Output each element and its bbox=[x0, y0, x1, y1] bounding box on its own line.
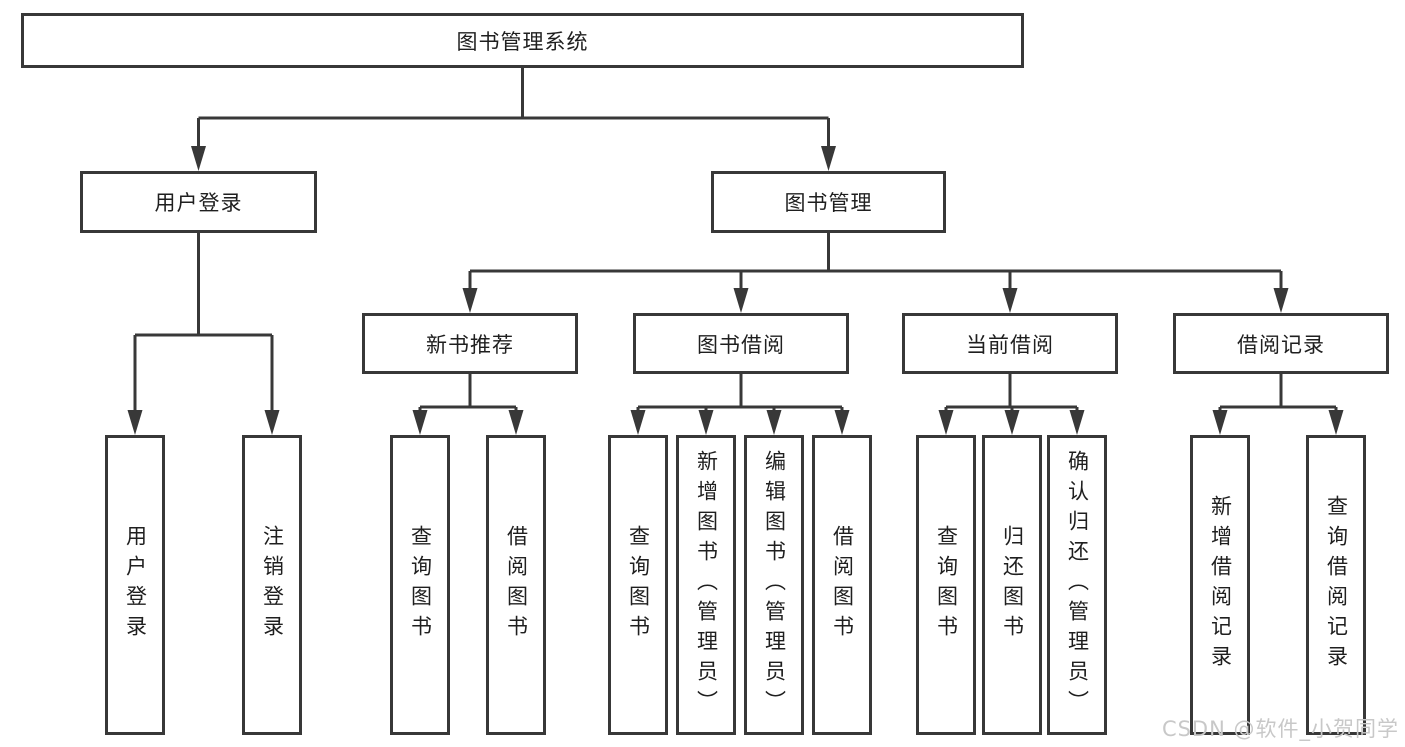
node-user-login: 用户登录 bbox=[80, 171, 317, 233]
leaf-current-confirm-return-admin: 确认归还（管理员） bbox=[1047, 435, 1107, 735]
node-current-borrowing: 当前借阅 bbox=[902, 313, 1118, 374]
leaf-recommend-query-books: 查询图书 bbox=[390, 435, 450, 735]
leaf-borrowing-query-books: 查询图书 bbox=[608, 435, 668, 735]
leaf-user-login: 用户登录 bbox=[105, 435, 165, 735]
node-book-management: 图书管理 bbox=[711, 171, 946, 233]
leaf-borrowing-add-books-admin: 新增图书（管理员） bbox=[676, 435, 736, 735]
leaf-recommend-borrow-books: 借阅图书 bbox=[486, 435, 546, 735]
leaf-borrowing-borrow-books: 借阅图书 bbox=[812, 435, 872, 735]
leaf-borrowing-edit-books-admin: 编辑图书（管理员） bbox=[744, 435, 804, 735]
leaf-records-query-record: 查询借阅记录 bbox=[1306, 435, 1366, 735]
node-new-book-recommendation: 新书推荐 bbox=[362, 313, 578, 374]
leaf-logout: 注销登录 bbox=[242, 435, 302, 735]
leaf-current-query-books: 查询图书 bbox=[916, 435, 976, 735]
leaf-records-add-record: 新增借阅记录 bbox=[1190, 435, 1250, 735]
node-root-system: 图书管理系统 bbox=[21, 13, 1024, 68]
csdn-watermark: CSDN @软件_小贺同学 bbox=[1161, 717, 1399, 741]
node-book-borrowing: 图书借阅 bbox=[633, 313, 849, 374]
leaf-current-return-books: 归还图书 bbox=[982, 435, 1042, 735]
node-borrowing-records: 借阅记录 bbox=[1173, 313, 1389, 374]
